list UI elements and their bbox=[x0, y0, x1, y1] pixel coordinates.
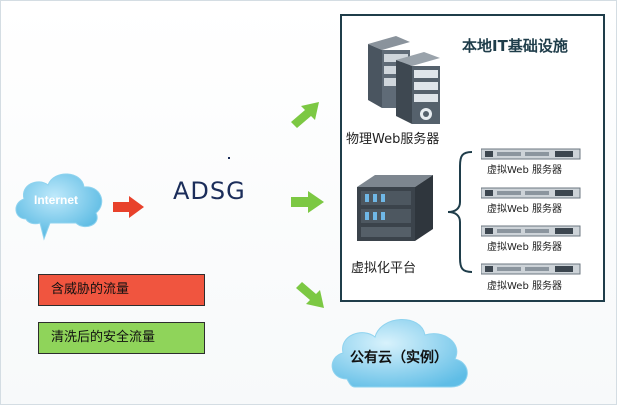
rack-server-icon bbox=[481, 263, 581, 275]
physical-server-icon bbox=[368, 36, 440, 124]
virtual-server-label: 虚拟Web 服务器 bbox=[487, 165, 562, 176]
clean-arrow-up bbox=[291, 102, 319, 128]
public-cloud bbox=[331, 319, 468, 388]
public-cloud-label: 公有云（实例） bbox=[350, 350, 448, 366]
internet-cloud: Internet bbox=[15, 173, 103, 241]
internet-label: Internet bbox=[34, 193, 78, 207]
infrastructure-title: 本地IT基础设施 bbox=[462, 37, 568, 55]
threat-arrow bbox=[113, 196, 144, 218]
clean-arrow-right bbox=[291, 191, 324, 213]
rack-server-icon bbox=[481, 148, 581, 160]
virtual-server-label: 虚拟Web 服务器 bbox=[487, 204, 562, 215]
legend-threat-traffic: 含威胁的流量 bbox=[38, 274, 205, 306]
virtual-server-label: 虚拟Web 服务器 bbox=[487, 242, 562, 253]
adsg-label: ADSG bbox=[173, 177, 246, 205]
marker-dot bbox=[228, 157, 230, 159]
clean-arrow-down bbox=[296, 282, 324, 308]
rack-server-icon bbox=[481, 225, 581, 237]
rack-server-icon bbox=[481, 187, 581, 199]
legend-clean-traffic: 清洗后的安全流量 bbox=[38, 322, 205, 354]
virtualization-platform-icon bbox=[357, 175, 433, 241]
physical-server-label: 物理Web服务器 bbox=[346, 132, 440, 147]
virtualization-label: 虚拟化平台 bbox=[351, 261, 417, 276]
vm-bracket bbox=[447, 151, 473, 273]
virtual-server-label: 虚拟Web 服务器 bbox=[487, 281, 562, 292]
